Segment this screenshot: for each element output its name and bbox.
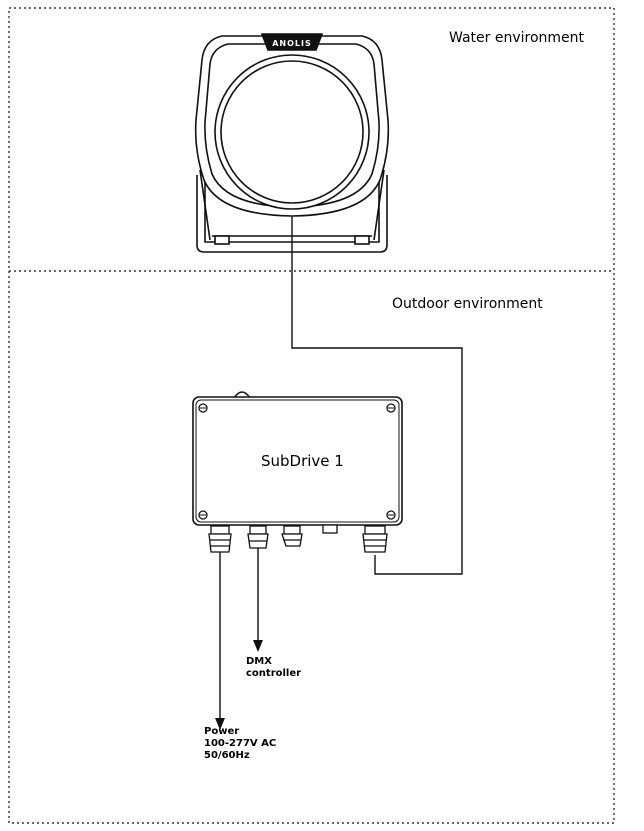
dmx-label-line-1: DMX [246,656,272,667]
cable-gland-spare [281,525,303,547]
subdrive-box [192,391,403,526]
power-label-line-2: 100-277V AC [204,738,277,749]
water-environment-label: Water environment [449,30,584,46]
subdrive-label: SubDrive 1 [261,452,344,470]
power-arrow [215,718,225,730]
power-label-line-3: 50/60Hz [204,750,250,761]
fixture-brand-logo: ANOLIS [272,39,312,48]
dmx-label-line-2: controller [246,668,302,679]
vent-plug [322,524,338,534]
fixture-cable [291,216,463,575]
luminaire-fixture [194,33,390,253]
cable-gland-fixture [362,525,388,553]
dmx-arrow [253,640,263,652]
cable-gland-dmx [247,525,269,549]
power-label-line-1: Power [204,726,240,737]
power-supply-label: Power 100-277V AC 50/60Hz [204,726,276,762]
dmx-controller-label: DMX controller [246,656,301,680]
outdoor-environment-label: Outdoor environment [392,296,543,312]
cable-gland-power [208,525,232,553]
